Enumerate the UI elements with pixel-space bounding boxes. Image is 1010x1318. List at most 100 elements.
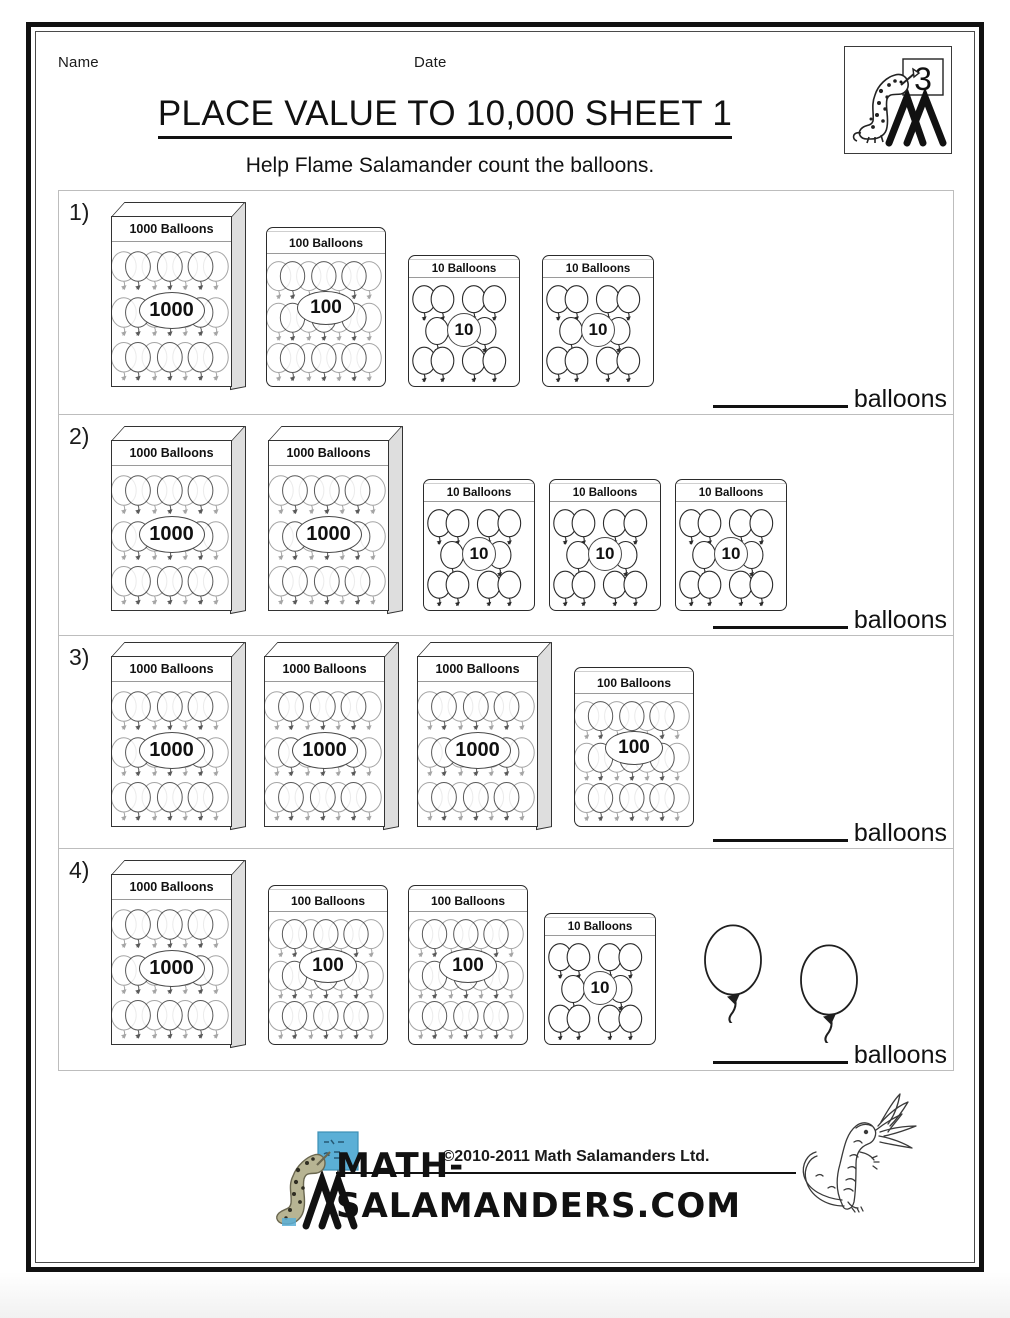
page-subtitle: Help Flame Salamander count the balloons…	[245, 154, 655, 177]
box-label: 10 Balloons	[550, 484, 660, 502]
box-front-panel: 1000 Balloons 1000	[111, 440, 232, 611]
box-value: 100	[297, 291, 355, 326]
answer-unit-label: balloons	[853, 606, 947, 634]
answer-blank[interactable]	[712, 388, 848, 408]
box-label: 100 Balloons	[409, 890, 527, 912]
box-rim	[575, 668, 693, 672]
answer-line: balloons	[712, 1043, 947, 1068]
box-rim	[543, 256, 653, 260]
flame-salamander-icon	[802, 1093, 917, 1213]
box-value: 100	[439, 949, 497, 984]
balloon-pattern	[676, 502, 786, 608]
box-shell: 10 Balloons 10	[544, 913, 656, 1045]
box-3d-shell: 1000 Balloons 1000	[111, 426, 246, 615]
answer-line: balloons	[712, 819, 947, 847]
box-top-panel	[111, 202, 246, 217]
balloon-pattern	[267, 254, 385, 384]
flame-salamander-illustration	[784, 1072, 934, 1232]
box-value: 1000	[295, 515, 362, 553]
answer-blank[interactable]	[712, 1044, 848, 1064]
box-value: 10	[714, 536, 748, 571]
box-label: 100 Balloons	[267, 232, 385, 254]
question-number: 4)	[69, 857, 90, 883]
box-label: 1000 Balloons	[112, 217, 231, 242]
date-label: Date	[414, 54, 447, 71]
box-shell: 10 Balloons 10	[549, 479, 661, 611]
svg-text:3: 3	[914, 61, 932, 97]
question-number: 3)	[69, 644, 90, 670]
box-label: 1000 Balloons	[112, 441, 231, 466]
copyright-text: ©2010-2011 Math Salamanders Ltd.	[442, 1148, 710, 1165]
box-top-panel	[111, 642, 246, 657]
footer-divider	[336, 1172, 796, 1174]
box-value: 10	[588, 536, 622, 571]
box-side-panel	[387, 426, 403, 615]
box-value: 10	[583, 970, 617, 1005]
balloon-pattern	[543, 278, 653, 384]
box-rim	[409, 256, 519, 260]
box-top-panel	[268, 426, 403, 441]
balloon-pattern	[424, 502, 534, 608]
answer-blank[interactable]	[712, 609, 848, 629]
box-value: 100	[605, 731, 663, 766]
box-value: 1000	[444, 731, 511, 769]
box-label: 10 Balloons	[545, 918, 655, 936]
box-label: 10 Balloons	[424, 484, 534, 502]
balloon-pattern	[269, 912, 387, 1042]
box-label: 1000 Balloons	[418, 657, 537, 682]
box-top-panel	[264, 642, 399, 657]
balloon-pattern	[575, 694, 693, 824]
box-side-panel	[230, 642, 246, 831]
page-title-text: PLACE VALUE TO 10,000 SHEET 1	[157, 94, 733, 139]
box-value: 1000	[138, 515, 205, 553]
box-rim	[269, 886, 387, 890]
box-rim	[545, 914, 655, 918]
website-url: MATH-SALAMANDERS.COM	[336, 1146, 742, 1226]
loose-balloon	[794, 938, 864, 1048]
box-label: 100 Balloons	[269, 890, 387, 912]
box-rim	[676, 480, 786, 484]
answer-line: balloons	[712, 606, 947, 634]
balloon-pattern	[409, 912, 527, 1042]
answer-unit-label: balloons	[853, 385, 947, 413]
answer-blank[interactable]	[712, 822, 848, 842]
page-footer: ©2010-2011 Math Salamanders Ltd. MATH-SA…	[36, 1054, 974, 1244]
box-label: 1000 Balloons	[112, 875, 231, 900]
salamander-blackboard-icon	[276, 1131, 359, 1230]
box-side-panel	[230, 426, 246, 615]
salamander-grade-icon: 3	[852, 58, 947, 147]
box-label: 10 Balloons	[409, 260, 519, 278]
box-top-panel	[417, 642, 552, 657]
box-top-panel	[111, 426, 246, 441]
loose-balloon	[698, 918, 768, 1028]
box-rim	[267, 228, 385, 232]
name-label: Name	[58, 54, 99, 71]
box-shell: 100 Balloons 100	[408, 885, 528, 1045]
page-border-outer: Name Date PLACE VALUE TO 10,000 SHEET 1 …	[26, 22, 984, 1272]
answer-unit-label: balloons	[853, 819, 947, 847]
box-label: 10 Balloons	[543, 260, 653, 278]
box-side-panel	[536, 642, 552, 831]
box-value: 1000	[138, 731, 205, 769]
box-side-panel	[383, 642, 399, 831]
